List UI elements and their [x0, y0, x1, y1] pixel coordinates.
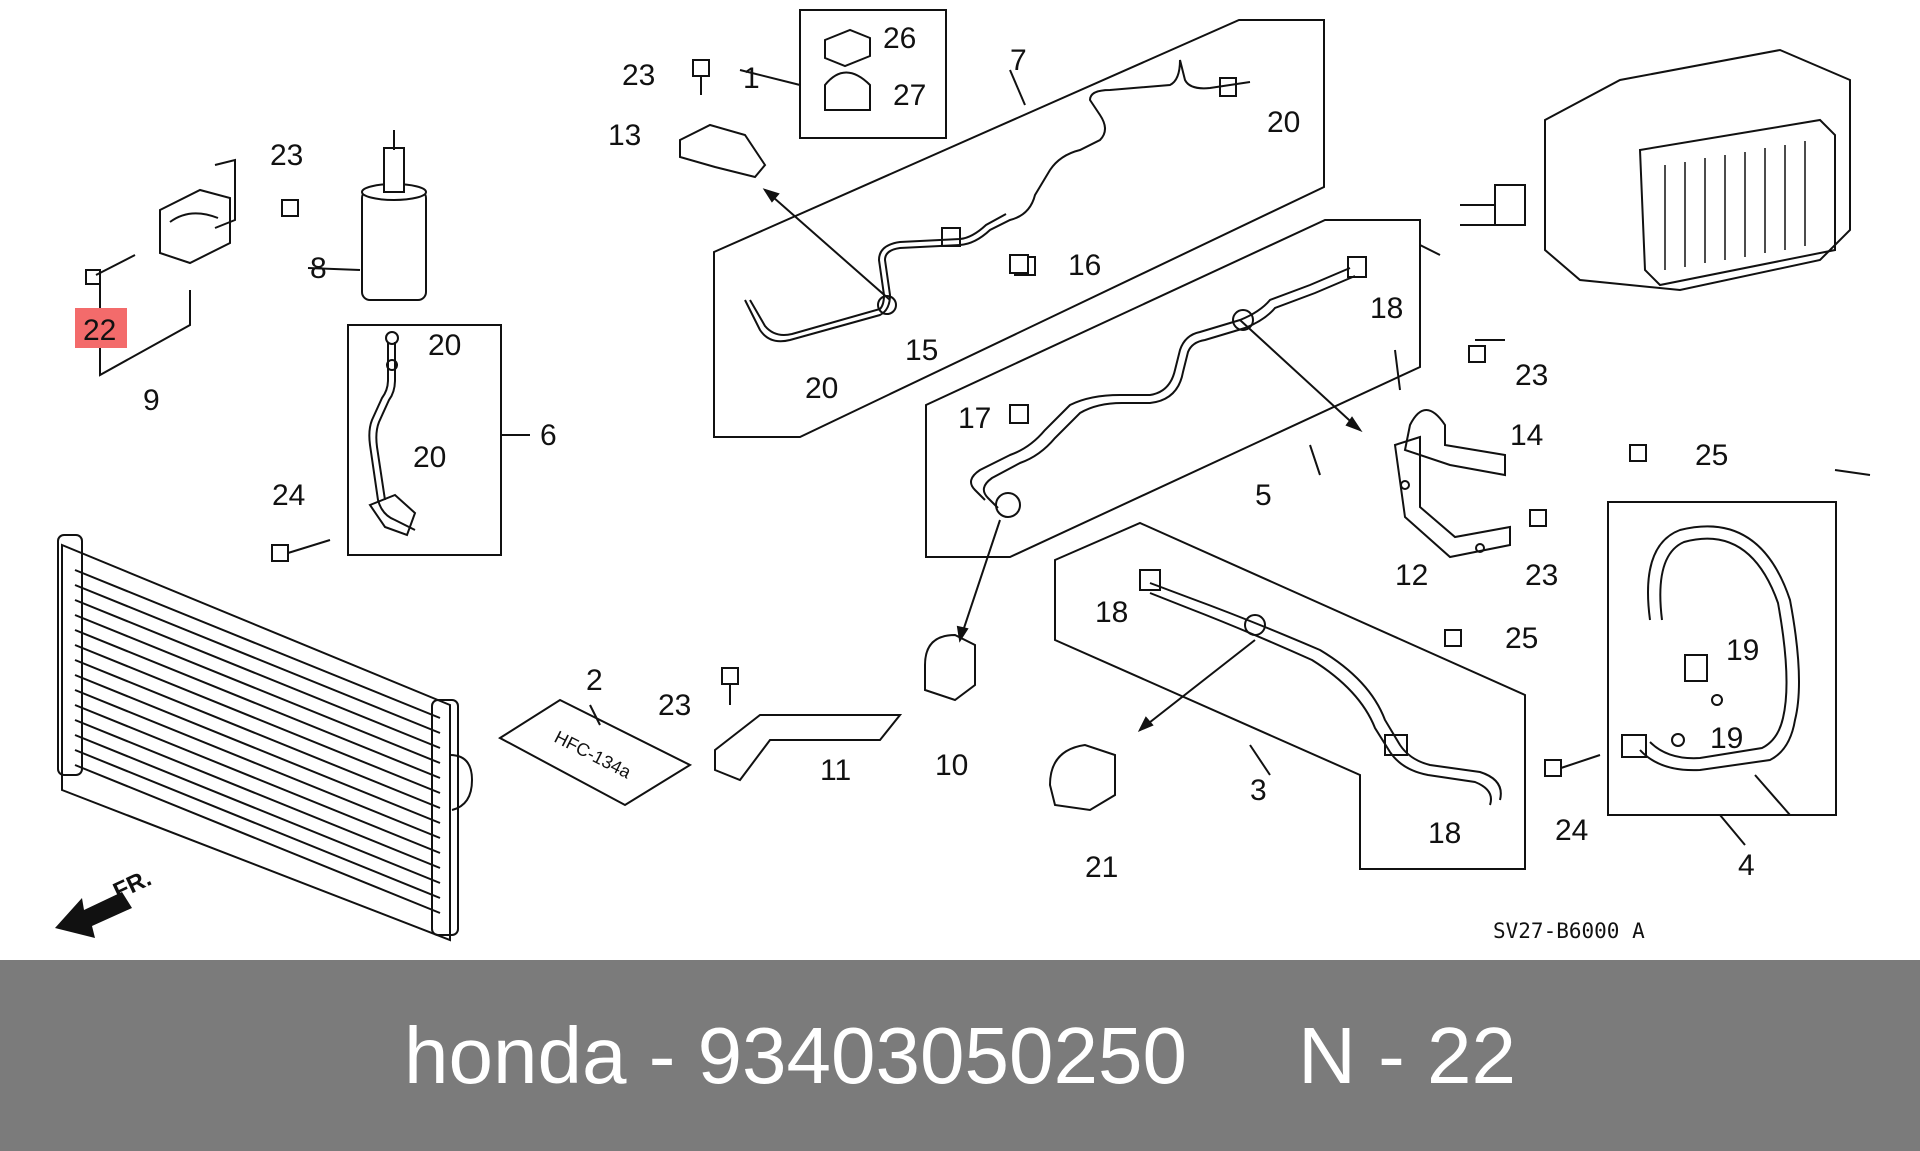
- callout-2: 2: [586, 664, 603, 697]
- diagram-canvas: HFC-134a: [55, 9, 1871, 943]
- front-arrow: FR.: [55, 865, 156, 938]
- clip-13-drawing: [679, 123, 767, 179]
- hose-4-drawing: [1621, 525, 1800, 772]
- callout-23-left: 23: [270, 139, 303, 172]
- callout-20-box6-top: 20: [428, 329, 461, 362]
- callout-5: 5: [1255, 479, 1272, 512]
- callout-20-box6-mid: 20: [413, 441, 446, 474]
- callout-8: 8: [310, 252, 327, 285]
- hose-3-drawing: [1139, 569, 1502, 806]
- callout-labels: 1 2 3 4 5 6 7 8 9 10 11 12 13 14 15 16 1…: [83, 22, 1759, 884]
- callout-18-middle: 18: [1095, 596, 1128, 629]
- pipe-7-drawing: [744, 59, 1251, 343]
- callout-9: 9: [143, 384, 160, 417]
- clip-10-drawing: [924, 633, 976, 702]
- highlight-box: [75, 308, 127, 348]
- group-box-5: [925, 219, 1421, 558]
- callout-23-right-upper: 23: [1515, 359, 1548, 392]
- clip-21-drawing: [1048, 743, 1116, 812]
- pipe-5-drawing: [970, 256, 1367, 518]
- bracket-12-drawing: [1393, 435, 1511, 559]
- callout-4: 4: [1738, 849, 1755, 882]
- callout-26: 26: [883, 22, 916, 55]
- callout-23-bottom: 23: [658, 689, 691, 722]
- drawing-code: SV27-B6000 A: [1493, 919, 1645, 943]
- callout-25-upper: 25: [1695, 439, 1728, 472]
- group-box-1: [799, 9, 947, 139]
- callout-16: 16: [1068, 249, 1101, 282]
- callout-12: 12: [1395, 559, 1428, 592]
- group-box-7: [713, 19, 1325, 438]
- clip-26-27-drawing: [824, 28, 871, 111]
- callout-27: 27: [893, 79, 926, 112]
- callout-23-right-lower: 23: [1525, 559, 1558, 592]
- fasteners: [271, 59, 1647, 777]
- label-plate-text: HFC-134a: [551, 727, 635, 783]
- callout-3: 3: [1250, 774, 1267, 807]
- pointer-arrows: [762, 188, 1363, 732]
- callout-24-left: 24: [272, 479, 305, 512]
- callout-21: 21: [1085, 851, 1118, 884]
- group-box-6: [347, 324, 502, 556]
- callout-24-right: 24: [1555, 814, 1588, 847]
- callout-1: 1: [743, 62, 760, 95]
- footer-brand: honda: [404, 1010, 627, 1100]
- callout-19-upper: 19: [1726, 634, 1759, 667]
- callout-20-upper: 20: [1267, 106, 1300, 139]
- bracket-9-drawing: [85, 158, 236, 285]
- footer-ref: N - 22: [1298, 1010, 1516, 1100]
- bracket-11-drawing: [714, 714, 903, 782]
- callout-18-lower: 18: [1428, 817, 1461, 850]
- condenser-drawing: [57, 534, 474, 942]
- callout-15: 15: [905, 334, 938, 367]
- callout-19-lower: 19: [1710, 722, 1743, 755]
- footer-separator: -: [626, 1010, 698, 1100]
- footer-banner: honda - 93403050250 N - 22: [0, 960, 1920, 1151]
- callout-22: 22: [83, 314, 116, 347]
- footer-spacer: [1187, 1010, 1298, 1102]
- leader-lines: [99, 69, 1871, 846]
- callout-23-top: 23: [622, 59, 655, 92]
- callout-14: 14: [1510, 419, 1543, 452]
- group-box-4: [1607, 501, 1837, 816]
- callout-6: 6: [540, 419, 557, 452]
- evaporator-unit-drawing: [1460, 48, 1851, 292]
- receiver-drier-drawing: [361, 130, 427, 301]
- bracket-14-drawing: [1403, 409, 1506, 477]
- callout-25-lower: 25: [1505, 622, 1538, 655]
- group-box-3: [1054, 521, 1526, 870]
- callout-17: 17: [958, 402, 991, 435]
- callout-13: 13: [608, 119, 641, 152]
- footer-part-number: 93403050250: [697, 1010, 1187, 1100]
- parts-diagram: HFC-134a: [55, 9, 1871, 943]
- pipe-6-drawing: [368, 331, 417, 537]
- callout-7: 7: [1010, 44, 1027, 77]
- callout-11: 11: [820, 754, 851, 787]
- callout-10: 10: [935, 749, 968, 782]
- callout-20-box7: 20: [805, 372, 838, 405]
- callout-18-upper: 18: [1370, 292, 1403, 325]
